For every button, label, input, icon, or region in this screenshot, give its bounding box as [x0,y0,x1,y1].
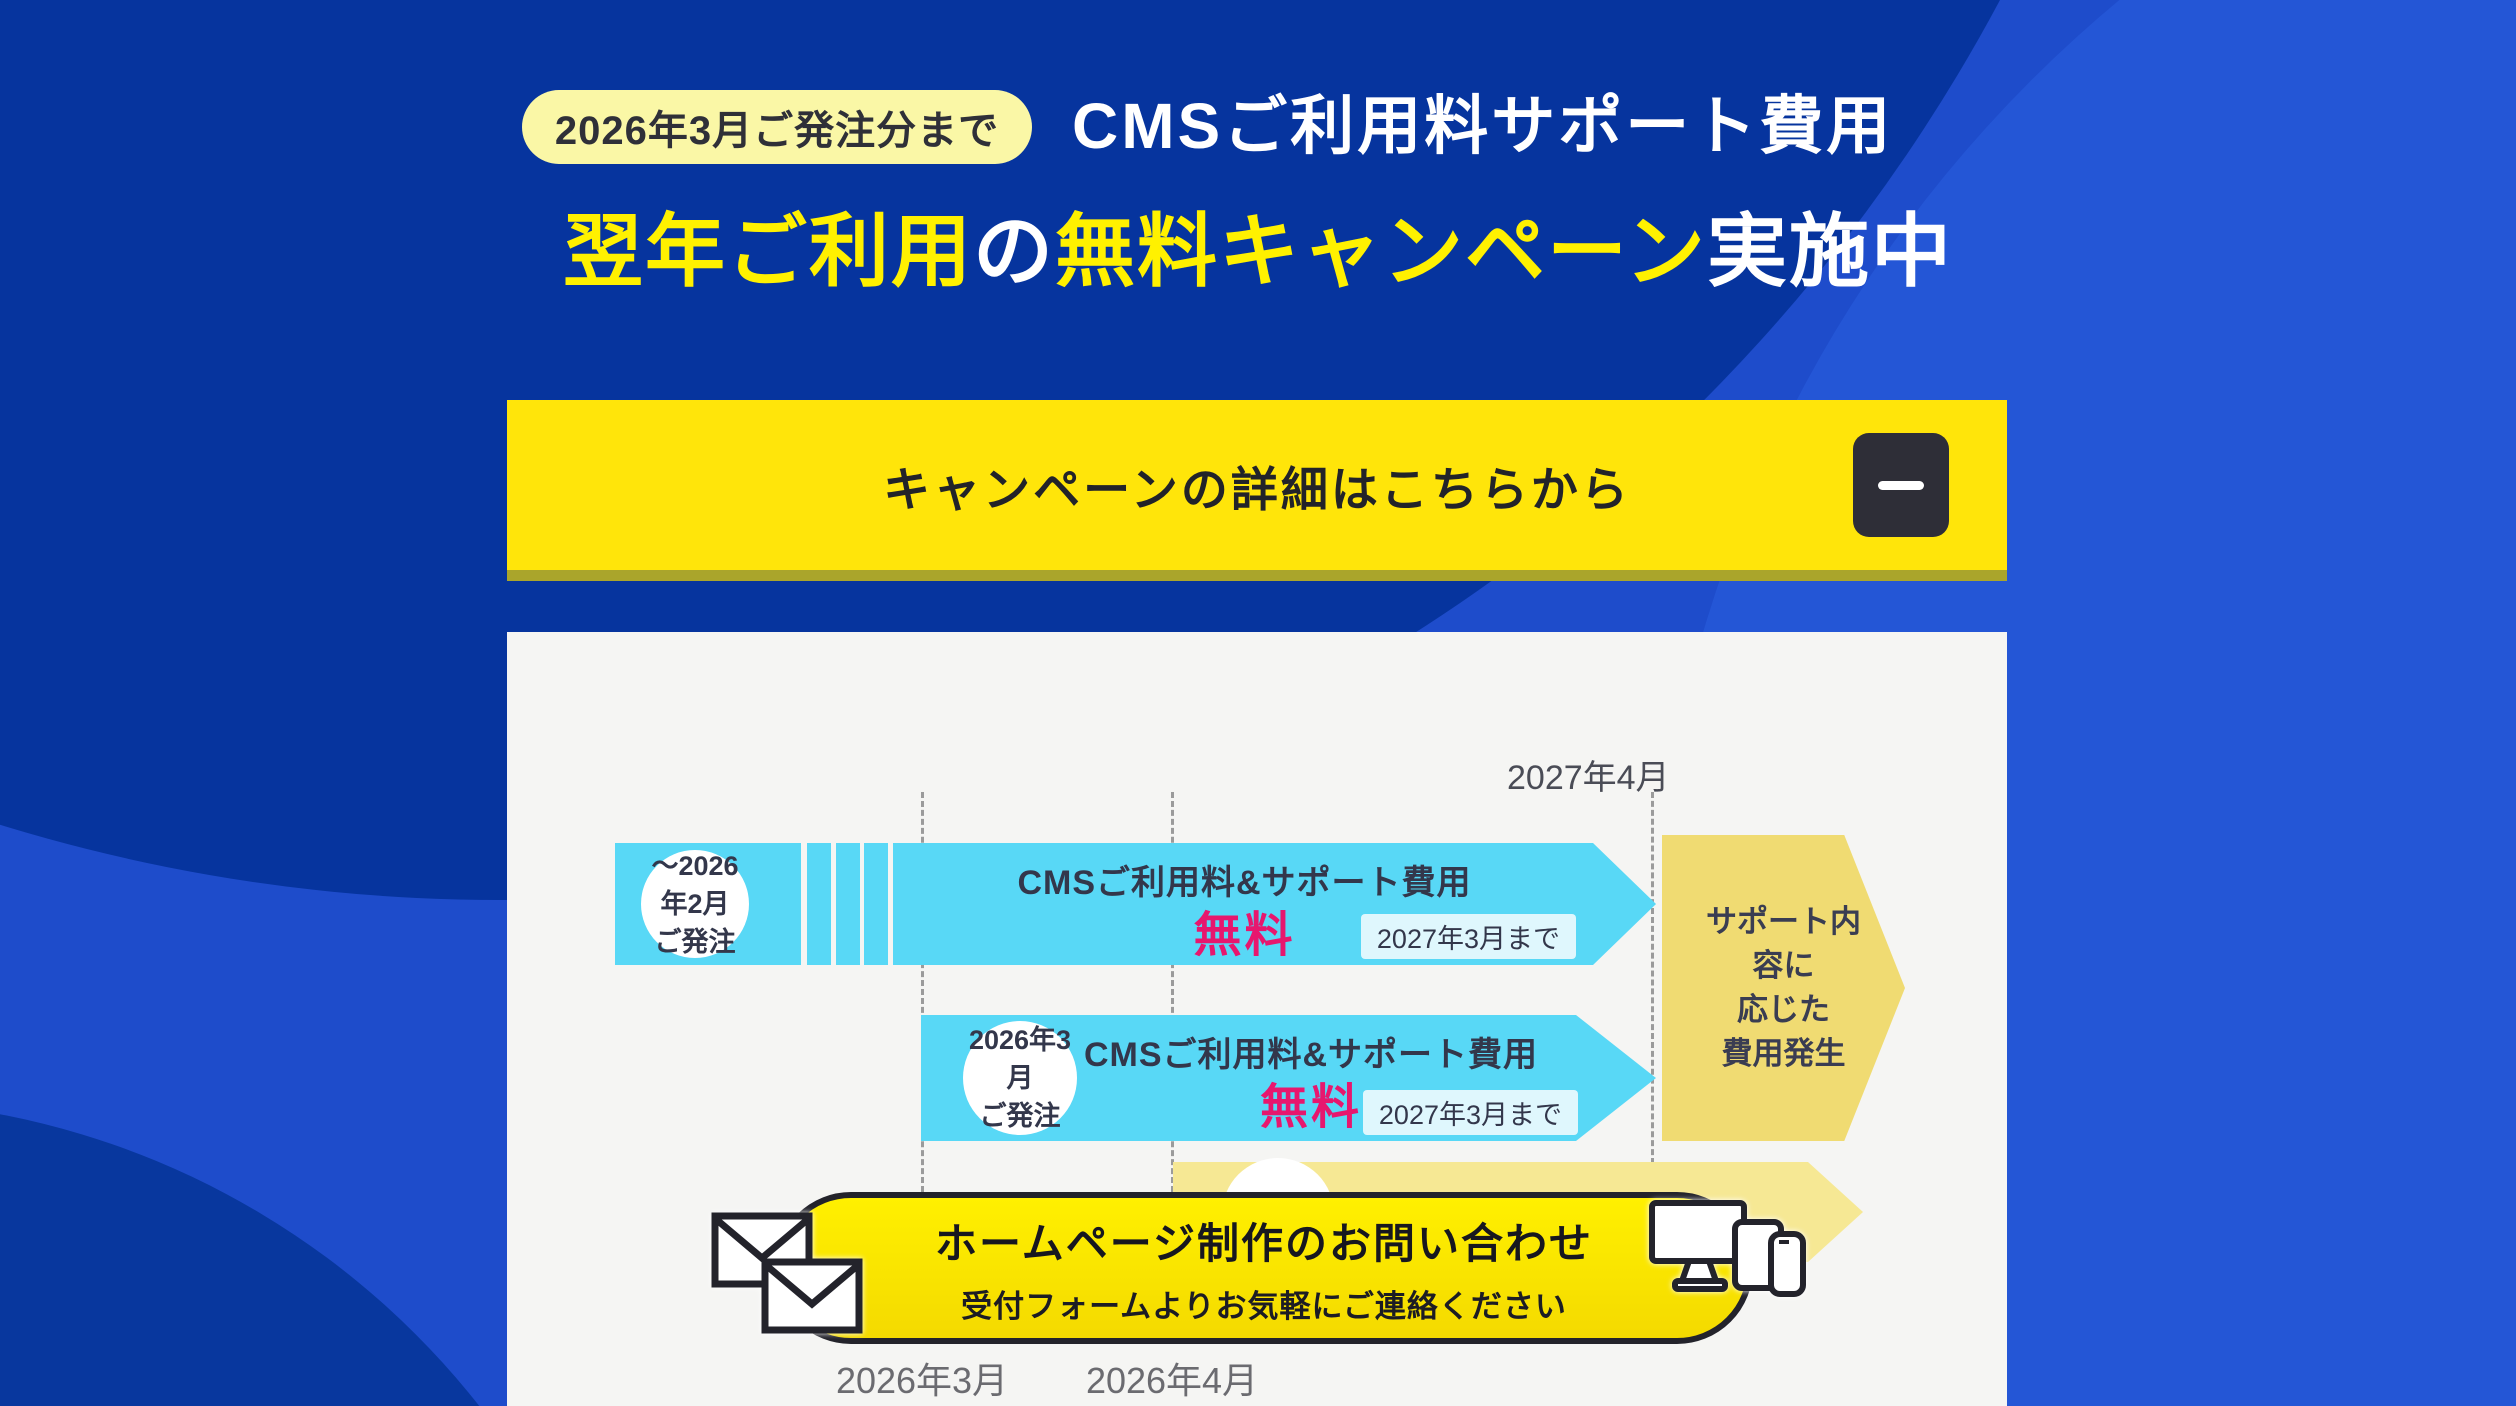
deadline-badge: 2026年3月ご発注分まで [522,90,1032,164]
order-period-line2: ご発注 [654,927,736,957]
deadline-badge-label: 2026年3月ご発注分まで [554,109,1000,153]
collapse-button[interactable] [1853,433,1949,537]
arrow-title: CMSご利用料&サポート費用 [1017,864,1472,902]
headline-segment-2: の [973,207,1055,296]
timeline-arrow-row2: CMSご利用料&サポート費用 無料 2027年3月まで 2026年3月 ご発注 [921,1015,1656,1141]
order-period-circle: 2026年3月 ご発注 [963,1021,1077,1135]
timeline-dashed-line-2027-04 [1651,792,1654,1164]
devices-icon [1649,1200,1806,1297]
arrow-break-stripe [836,843,860,965]
hero-header: 2026年3月ご発注分まで CMSご利用料サポート費用 [0,0,2516,190]
order-period-line1: 2026年3月 [968,1025,1072,1093]
campaign-details-banner[interactable]: キャンペーンの詳細はこちらから [507,400,2007,581]
arrow-body: CMSご利用料&サポート費用 無料 2027年3月まで [921,1015,1656,1141]
order-period-line2: ご発注 [979,1101,1061,1131]
headline-segment-1: 翌年ご利用 [563,207,973,296]
timeline-dashed-line-2026-04 [1171,792,1174,1192]
cost-arrow-line2: 応じた [1737,992,1830,1027]
order-period-line1: ～2026年2月 [651,851,739,919]
headline-segment-4: 実施中 [1707,207,1953,296]
cost-arrow-line3: 費用発生 [1721,1036,1846,1071]
axis-label-2026-04: 2026年4月 [1085,1360,1259,1401]
mail-envelopes-icon [711,1212,863,1334]
hero-title: CMSご利用料サポート費用 [1072,90,1894,162]
minus-icon [1878,480,1924,490]
hero-headline: 翌年ご利用の無料キャンペーン実施中 [0,202,2516,302]
free-label: 無料 [1259,1081,1362,1134]
cta-subtitle: 受付フォームよりお気軽にご連絡ください [961,1289,1567,1324]
cost-arrow-line1: サポート内容に [1706,904,1861,983]
arrow-title: CMSご利用料&サポート費用 [1083,1036,1539,1074]
until-chip: 2027年3月まで [1363,1090,1578,1135]
timeline-label-2027-04: 2027年4月 [1507,759,1670,797]
until-chip: 2027年3月まで [1361,914,1576,959]
arrow-break-stripe [864,843,888,965]
free-label: 無料 [1193,909,1296,962]
timeline-dashed-line-2026-03 [921,792,924,1192]
cost-incurred-arrow: サポート内容に 応じた 費用発生 [1662,835,1905,1141]
arrow-break-stripe [807,843,831,965]
timeline-arrow-row1: CMSご利用料&サポート費用 無料 2027年3月まで ～2026年2月 ご発注 [615,843,1656,965]
contact-cta-button[interactable]: ホームページ制作のお問い合わせ 受付フォームよりお気軽にご連絡ください [775,1192,1753,1344]
arrow-body: CMSご利用料&サポート費用 無料 2027年3月まで [893,843,1656,965]
order-period-circle: ～2026年2月 ご発注 [641,850,749,958]
headline-segment-3: 無料キャンペーン [1055,207,1707,296]
cta-title: ホームページ制作のお問い合わせ [935,1220,1593,1267]
campaign-details-label: キャンペーンの詳細はこちらから [883,462,1631,516]
campaign-diagram-panel: 2027年4月 CMSご利用料&サポート費用 無料 2027年3月まで ～202… [507,632,2007,1406]
axis-label-2026-03: 2026年3月 [835,1360,1009,1401]
